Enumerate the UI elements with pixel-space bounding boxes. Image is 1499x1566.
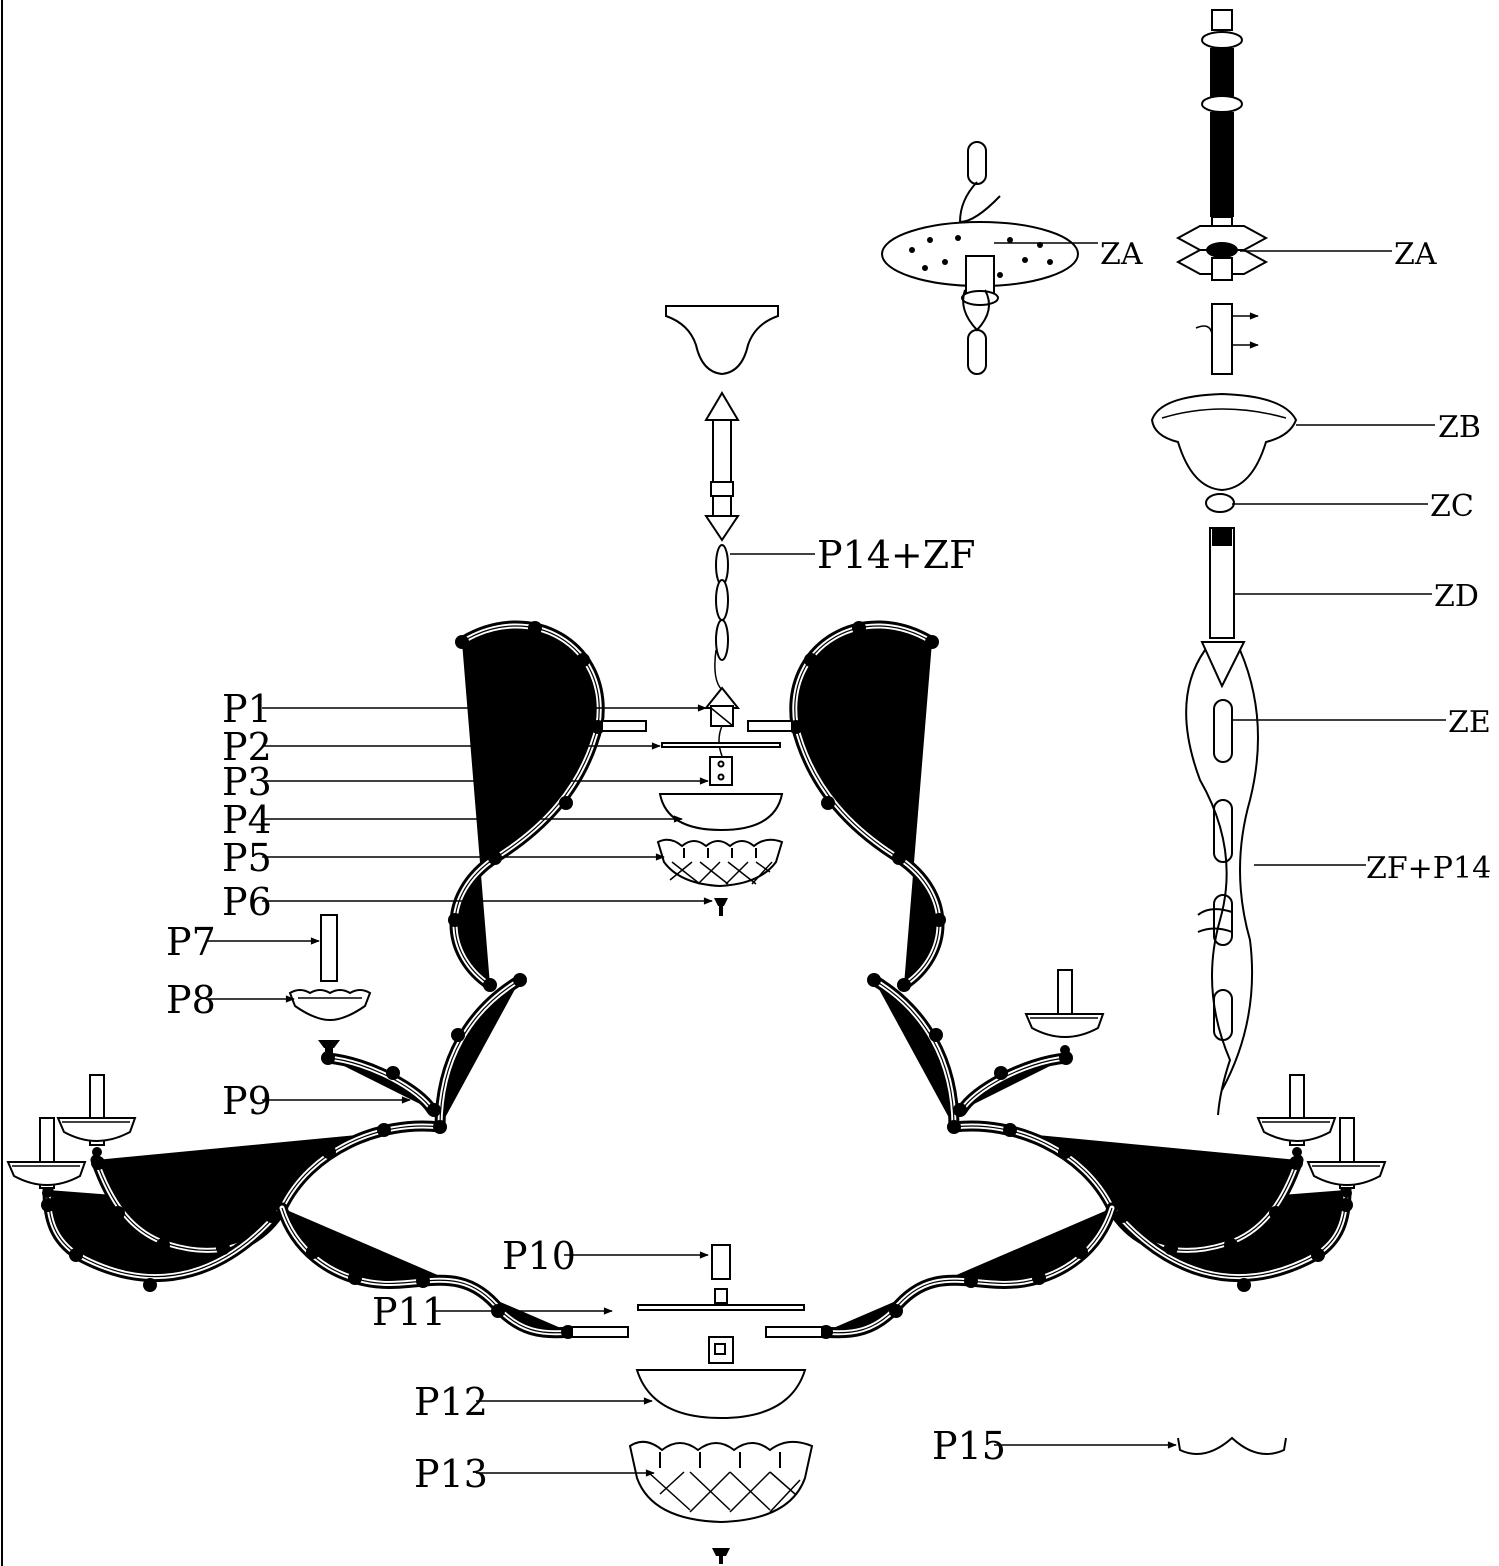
za-plate-assembly [881, 141, 1079, 375]
label-p10: P10 [502, 1234, 576, 1278]
upper-right-arm [795, 626, 939, 985]
part-p2-plate [661, 742, 781, 748]
part-p5-glass-bowl [656, 838, 784, 888]
top-canopy [665, 305, 779, 376]
part-p7-candle-sleeve [320, 914, 338, 982]
part-p13-glass-bowl [628, 1440, 814, 1524]
label-za-left: ZA [1100, 237, 1143, 272]
label-p12: P12 [414, 1380, 488, 1424]
part-p11-plate [637, 1288, 805, 1311]
label-p9: P9 [222, 1079, 272, 1123]
top-hook-chain [704, 391, 740, 691]
candle-cup-right-2 [1306, 1117, 1387, 1198]
arm-stubs [571, 720, 823, 1338]
label-za-right: ZA [1394, 237, 1437, 272]
bottom-finial [712, 1548, 730, 1564]
label-p7: P7 [166, 920, 216, 964]
label-p2: P2 [222, 725, 272, 769]
label-ze: ZE [1448, 705, 1491, 740]
candle-cup-left-1 [56, 1074, 137, 1157]
label-p15: P15 [932, 1424, 1006, 1468]
part-p8-candle-cup [288, 989, 372, 1022]
label-zd: ZD [1434, 579, 1479, 614]
candle-cup-left-2 [6, 1117, 87, 1198]
label-zb: ZB [1438, 410, 1481, 445]
left-lower-arm [48, 980, 570, 1333]
part-p10-block [711, 1244, 731, 1280]
label-p3: P3 [222, 760, 272, 804]
part-p3-block [709, 756, 733, 786]
leader-lines [206, 242, 1446, 1477]
label-zc: ZC [1430, 489, 1474, 524]
label-p6: P6 [222, 880, 272, 924]
label-p8: P8 [166, 978, 216, 1022]
right-hanging-assembly [1150, 9, 1298, 1116]
label-p13: P13 [414, 1452, 488, 1496]
label-p4: P4 [222, 798, 272, 842]
label-p14-zf: P14+ZF [817, 533, 976, 577]
candle-cup-right-3 [1024, 969, 1105, 1055]
label-p11: P11 [372, 1290, 446, 1334]
label-zf-p14: ZF+P14 [1366, 851, 1491, 886]
part-p1-hook [703, 686, 741, 757]
part-p4-bowl [658, 793, 784, 832]
candle-cup-right-1 [1256, 1074, 1337, 1157]
part-p15-trim [1177, 1436, 1287, 1455]
part-p12-bowl [635, 1336, 807, 1420]
part-p6-finial [714, 898, 728, 916]
upper-left-arm [455, 626, 599, 985]
part-p9-arm-socket [318, 1040, 340, 1058]
label-p1: P1 [222, 687, 272, 731]
label-p5: P5 [222, 836, 272, 880]
